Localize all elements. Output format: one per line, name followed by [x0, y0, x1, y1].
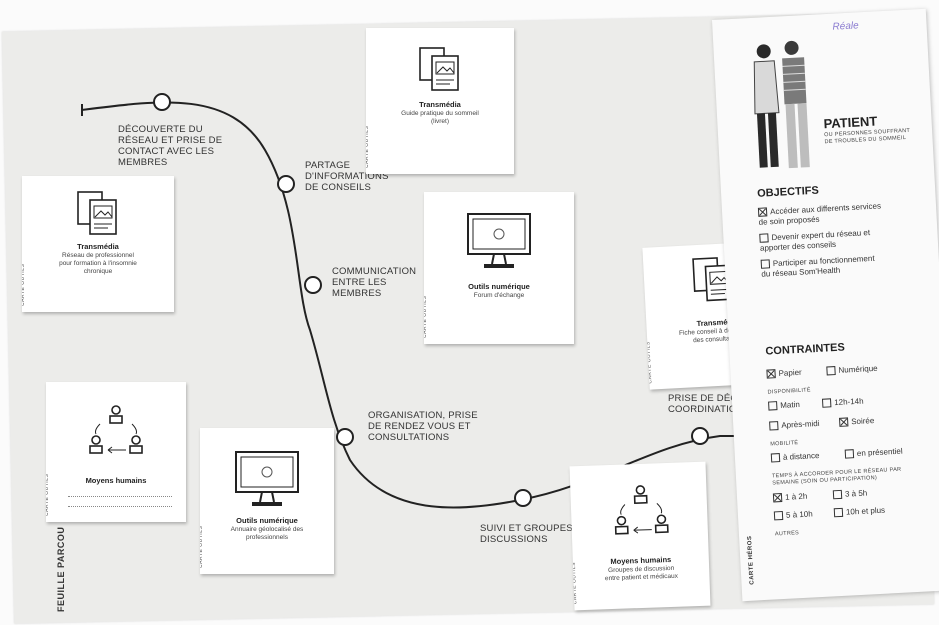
- tool-card-humains: Moyens humains CARTE OUTILS: [46, 382, 186, 522]
- mobilite-option: à distance: [770, 451, 820, 463]
- card-tag: CARTE OUTILS: [22, 263, 26, 306]
- handwritten-note: Réale: [832, 20, 859, 33]
- sheet-label: FEUILLE PARCOU: [56, 526, 66, 612]
- persona-name: PATIENT: [823, 113, 878, 132]
- card-title: Transmédia: [77, 242, 119, 251]
- step-node: [336, 428, 354, 446]
- support-option: Numérique: [826, 364, 878, 376]
- card-title: Outils numérique: [468, 282, 530, 291]
- tool-card-numerique: Outils numérique Annuaire géolocalisé de…: [200, 428, 334, 574]
- step-label: COMMUNICATION ENTRE LES MEMBRES: [332, 266, 417, 299]
- tool-card-transmedia: Transmédia Réseau de professionnel pour …: [22, 176, 174, 312]
- objectif-item: Devenir expert du réseau et apporter des…: [759, 228, 871, 253]
- people-cycle-icon: [89, 405, 143, 454]
- temps-title: TEMPS À ACCORDER POUR LE RÉSEAU PAR SEMA…: [771, 466, 902, 487]
- card-tag: CARTE OUTILS: [200, 525, 204, 568]
- persona-illustration: [753, 40, 810, 169]
- card-subtitle: Guide pratique du sommeil (livret): [401, 110, 479, 125]
- tool-card-transmedia: Transmédia Guide pratique du sommeil (li…: [366, 28, 514, 174]
- temps-option: 1 à 2h: [772, 492, 808, 503]
- document-icon: [419, 47, 459, 91]
- step-label: DÉCOUVERTE DU RÉSEAU ET PRISE DE CONTACT…: [118, 124, 223, 168]
- step-node: [153, 93, 171, 111]
- mobilite-option: en présentiel: [844, 447, 903, 460]
- tool-card-numerique: Outils numérique Forum d'échange CARTE O…: [424, 192, 574, 344]
- dispo-option: Soirée: [839, 416, 875, 428]
- step-node: [514, 489, 532, 507]
- step-node: [277, 175, 295, 193]
- card-subtitle: Forum d'échange: [473, 292, 525, 299]
- step-label: PARTAGE D'INFORMATIONS DE CONSEILS: [305, 160, 389, 193]
- mobilite-title: MOBILITÉ: [770, 440, 799, 448]
- monitor-icon: [467, 213, 531, 268]
- tool-card-humains: Moyens humains Groupes de discussion ent…: [569, 461, 711, 611]
- card-tag: CARTE OUTILS: [424, 295, 428, 338]
- card-title: Transmédia: [419, 100, 461, 109]
- card-title: Outils numérique: [236, 516, 298, 525]
- temps-option: 5 à 10h: [773, 509, 813, 521]
- card-title: Moyens humains: [85, 476, 147, 485]
- people-cycle-icon: [614, 485, 669, 535]
- step-node: [691, 427, 709, 445]
- dispo-option: 12h-14h: [821, 397, 864, 409]
- objectif-item: Accéder aux differents services de soin …: [757, 201, 882, 227]
- card-subtitle: Groupes de discussion entre patient et m…: [604, 564, 679, 583]
- monitor-icon: [235, 451, 299, 506]
- document-icon: [77, 191, 117, 235]
- dispo-option: Matin: [768, 400, 800, 411]
- hero-card: Réale PATIENT OU PERSONNES SOUFFRANT DE …: [712, 8, 939, 602]
- autres-label: AUTRES: [774, 530, 800, 538]
- temps-option: 3 à 5h: [832, 489, 868, 500]
- objectifs-title: OBJECTIFS: [756, 184, 820, 200]
- step-label: ORGANISATION, PRISE DE RENDEZ VOUS ET CO…: [368, 410, 478, 443]
- card-tag: CARTE OUTILS: [366, 125, 370, 168]
- card-subtitle: Annuaire géolocalisé des professionnels: [230, 526, 304, 541]
- contraintes-title: CONTRAINTES: [765, 341, 846, 358]
- hero-tag: CARTE HÉROS: [747, 535, 756, 585]
- card-tag: CARTE OUTILS: [46, 473, 50, 516]
- support-option: Papier: [766, 368, 802, 380]
- step-node: [304, 276, 322, 294]
- card-subtitle: Réseau de professionnel pour formation à…: [59, 252, 137, 275]
- temps-option: 10h et plus: [833, 506, 886, 518]
- dispo-option: Après-midi: [769, 419, 820, 431]
- dispo-title: DISPONIBILITÉ: [767, 387, 812, 396]
- objectif-item: Participer au fonctionnement du réseau S…: [760, 253, 875, 279]
